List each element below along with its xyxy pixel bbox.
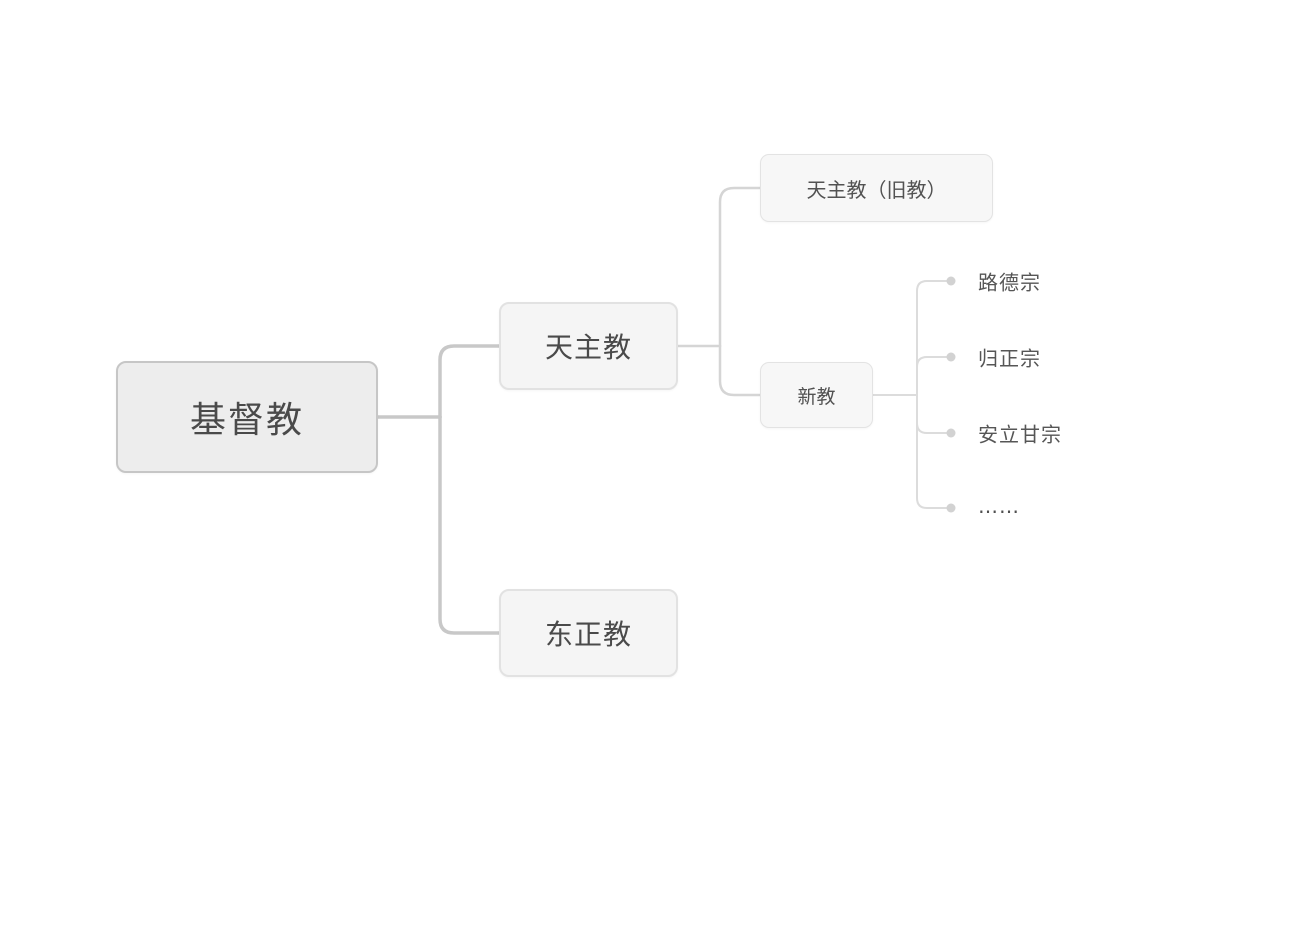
node-catholicism-old[interactable]: 天主教（旧教） — [760, 154, 993, 222]
node-christianity[interactable]: 基督教 — [116, 361, 378, 473]
branch-catholicism-to-old — [718, 186, 762, 348]
branch-catholicism-to-protestantism — [718, 344, 762, 397]
node-eastern-orthodox[interactable]: 东正教 — [499, 589, 678, 677]
branch-to-reformed — [916, 356, 948, 396]
branch-root-to-eastern-orthodox — [438, 415, 501, 635]
branch-to-lutheranism — [916, 280, 948, 396]
leaf-dot-anglicanism — [946, 428, 956, 438]
leaf-ellipsis[interactable]: …… — [978, 494, 1020, 518]
leaf-reformed[interactable]: 归正宗 — [978, 346, 1041, 371]
branch-to-anglicanism — [916, 394, 948, 434]
branch-root-to-catholicism — [438, 344, 501, 419]
node-catholicism[interactable]: 天主教 — [499, 302, 678, 390]
leaf-dot-lutheranism — [946, 276, 956, 286]
leaf-dot-reformed — [946, 352, 956, 362]
branch-to-more — [916, 394, 948, 509]
leaf-dot-more — [946, 503, 956, 513]
leaf-anglicanism[interactable]: 安立甘宗 — [978, 422, 1062, 447]
node-protestantism[interactable]: 新教 — [760, 362, 873, 428]
leaf-lutheranism[interactable]: 路德宗 — [978, 270, 1041, 295]
